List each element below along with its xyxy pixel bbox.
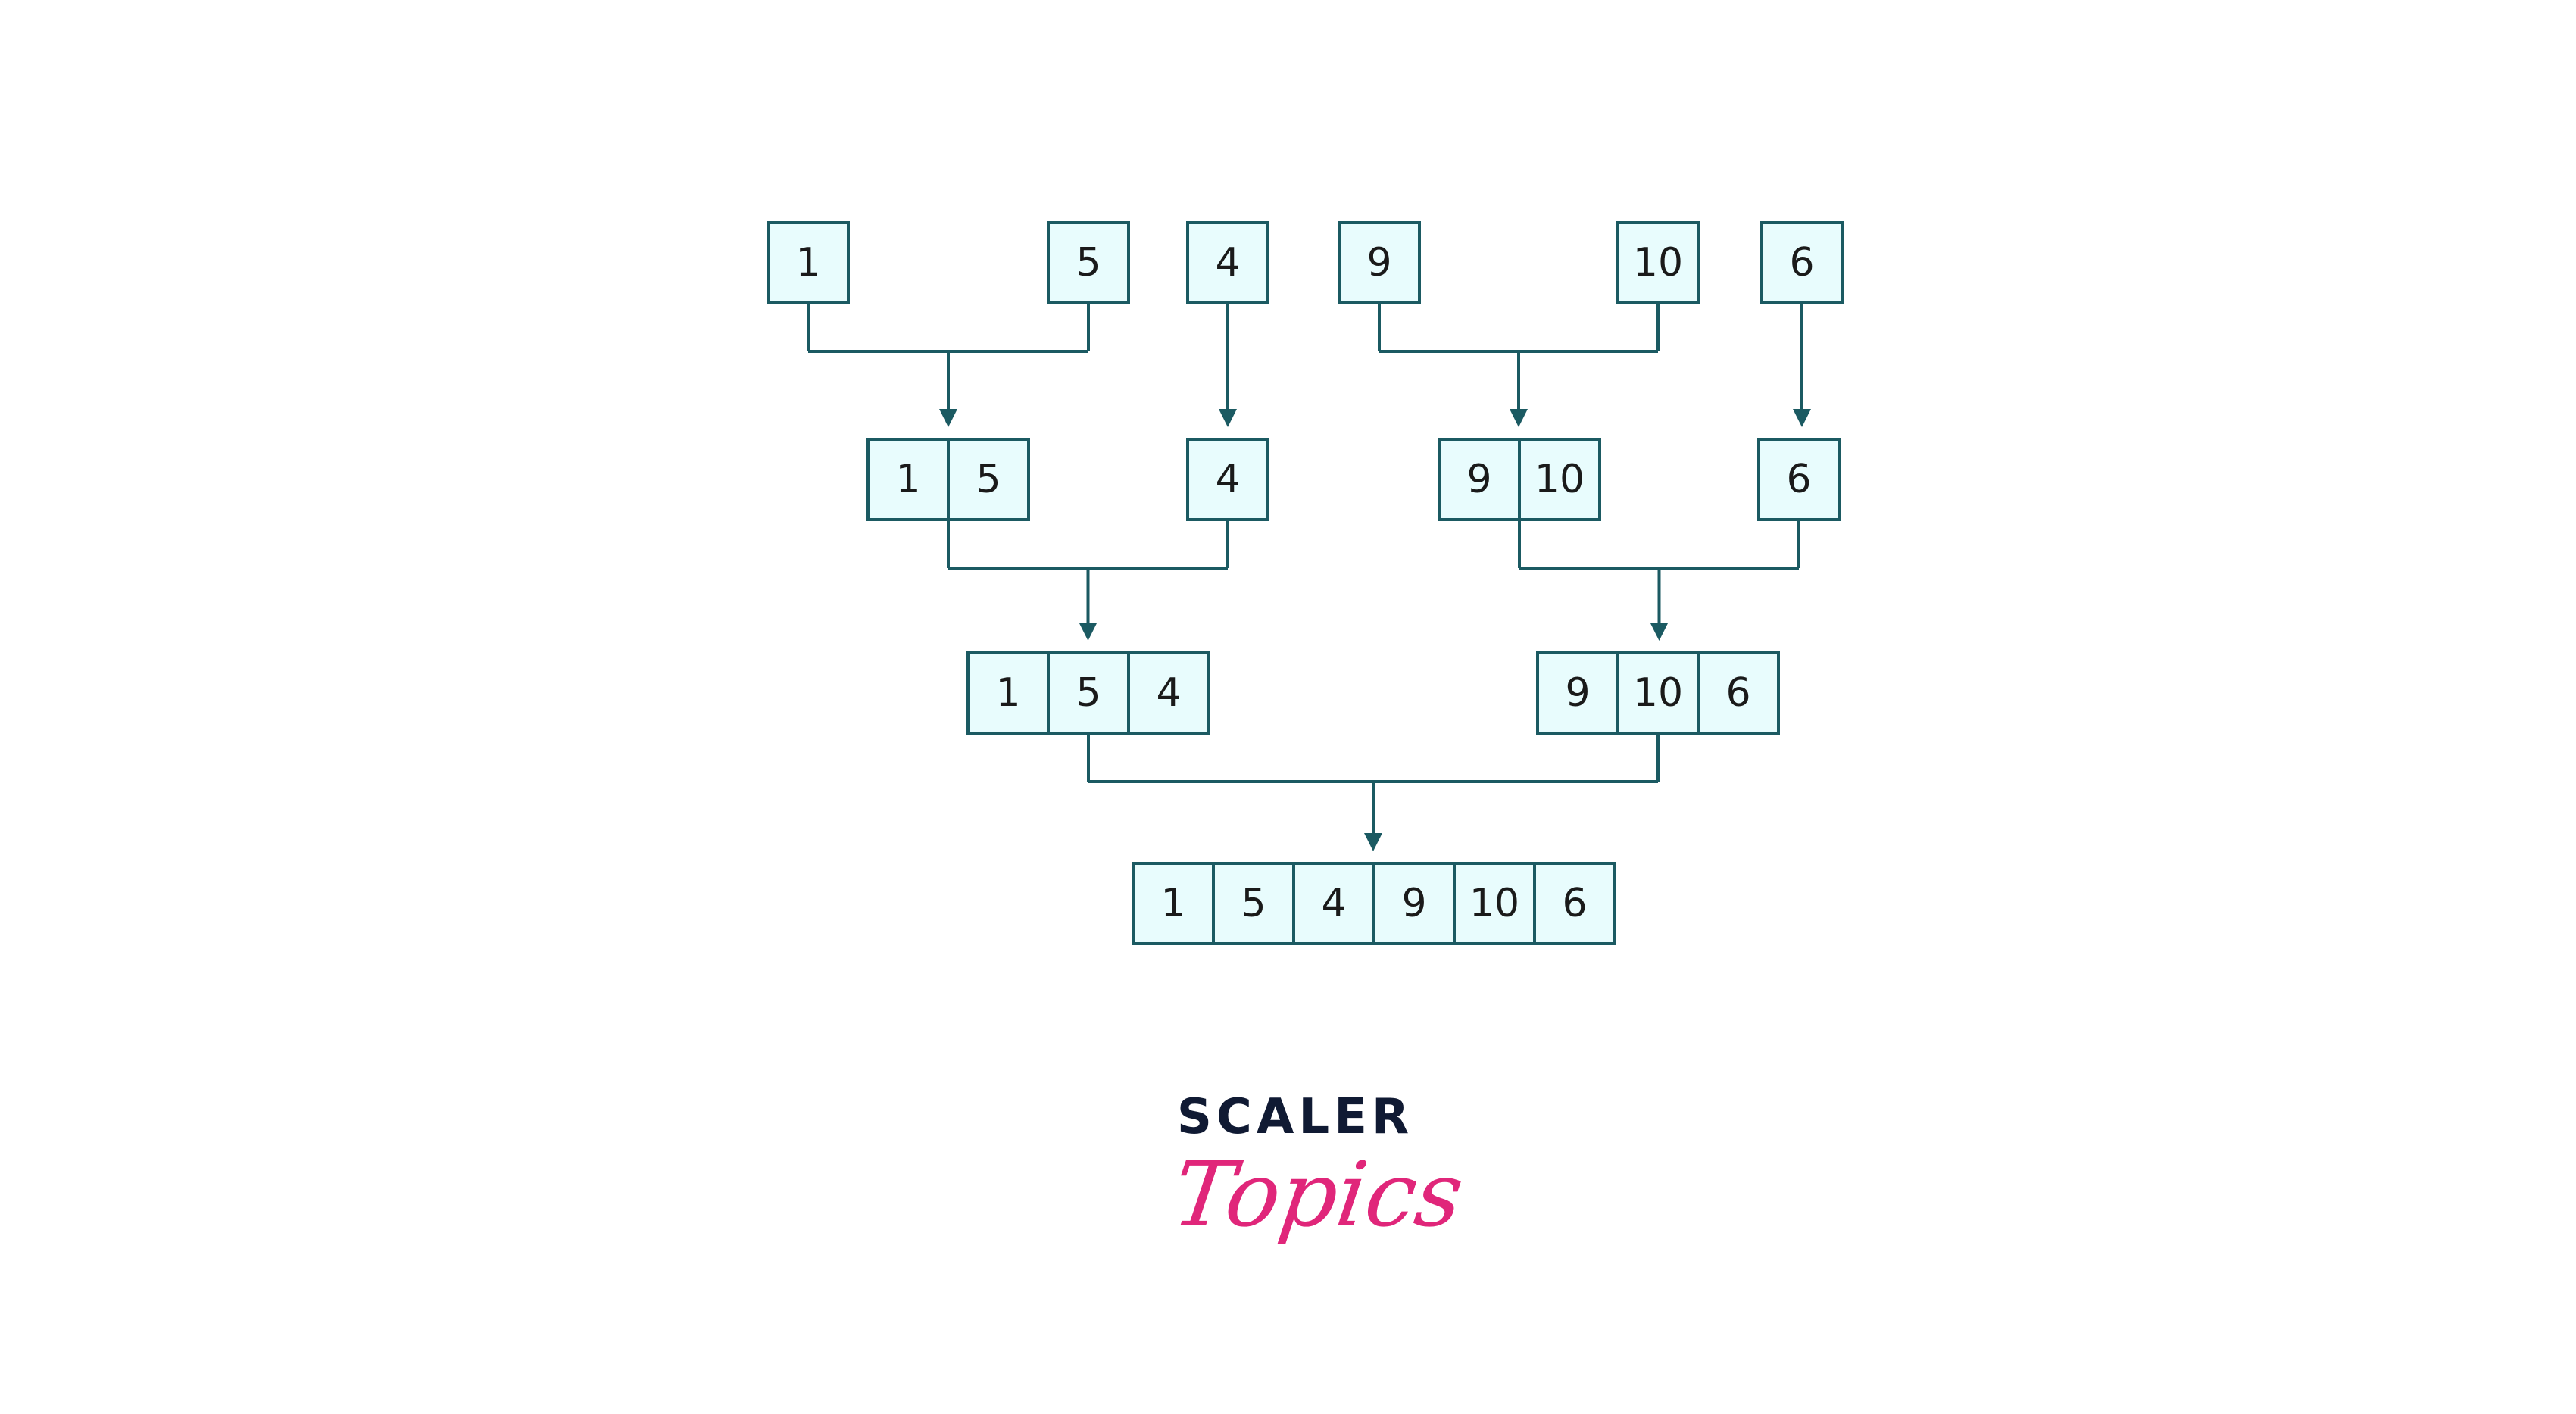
- array-cell-value: 5: [976, 457, 1001, 502]
- array-cell-value: 9: [1366, 240, 1391, 286]
- arrowhead: [1079, 623, 1098, 641]
- array-cell-value: 4: [1215, 240, 1240, 286]
- array-a5: 10: [1616, 221, 1700, 304]
- array-cell-value: 4: [1321, 881, 1346, 926]
- array-cell: [966, 651, 1050, 735]
- array-cell-value: 9: [1401, 881, 1426, 926]
- array-cell-value: 6: [1786, 457, 1811, 502]
- array-cell: [1760, 221, 1844, 304]
- array-c1: 1 5 4: [966, 651, 1210, 735]
- array-cell-value: 9: [1466, 457, 1491, 502]
- array-cell-value: 10: [1633, 240, 1683, 286]
- arrowhead: [1364, 833, 1382, 851]
- array-a3: 4: [1186, 221, 1269, 304]
- array-cell: [1757, 438, 1841, 521]
- array-cell: [1533, 862, 1616, 945]
- array-cell-value: 6: [1789, 240, 1814, 286]
- connector-lines: [807, 303, 1811, 851]
- array-cell-value: 10: [1535, 457, 1585, 502]
- arrowhead: [1219, 409, 1237, 427]
- array-cell-value: 6: [1725, 670, 1750, 716]
- array-cell: [1127, 651, 1210, 735]
- arrowhead: [1650, 623, 1669, 641]
- array-a4: 9: [1338, 221, 1421, 304]
- array-cell-value: 1: [995, 670, 1020, 716]
- array-cell-value: 5: [1076, 670, 1101, 716]
- arrowhead: [1793, 409, 1811, 427]
- arrowhead: [939, 409, 957, 427]
- array-cell-value: 6: [1562, 881, 1587, 926]
- array-cell-value: 4: [1156, 670, 1181, 716]
- array-cell: [1292, 862, 1375, 945]
- array-cell: [1338, 221, 1421, 304]
- scaler-topics-logo: SCALER Topics: [1166, 1089, 1469, 1288]
- array-b4: 6: [1757, 438, 1841, 521]
- array-cell: [1697, 651, 1780, 735]
- array-cell-value: 1: [1160, 881, 1185, 926]
- array-cell-value: 4: [1215, 457, 1240, 502]
- array-c2: 9 10 6: [1536, 651, 1780, 735]
- array-cell-value: 1: [895, 457, 920, 502]
- array-cell: [947, 438, 1030, 521]
- array-cell: [1616, 651, 1700, 735]
- arrowhead: [1510, 409, 1528, 427]
- array-cell-value: 10: [1469, 881, 1519, 926]
- array-b2: 4: [1186, 438, 1269, 521]
- array-cell: [1616, 221, 1700, 304]
- array-b3: 9 10: [1438, 438, 1601, 521]
- array-cell-value: 5: [1241, 881, 1266, 926]
- array-cell-value: 1: [795, 240, 820, 286]
- array-cell: [1453, 862, 1536, 945]
- array-cell-value: 9: [1565, 670, 1590, 716]
- array-cell: [1186, 438, 1269, 521]
- logo-wordmark: SCALER: [1176, 1089, 1414, 1145]
- array-cell: [1212, 862, 1295, 945]
- array-a1: 1: [767, 221, 850, 304]
- array-d1: 1 5 4 9 10 6: [1132, 862, 1616, 945]
- array-cell: [1047, 221, 1130, 304]
- array-cell: [1438, 438, 1521, 521]
- array-cell-value: 10: [1633, 670, 1683, 716]
- array-cell: [767, 221, 850, 304]
- array-cell: [1518, 438, 1601, 521]
- array-cell-value: 5: [1076, 240, 1101, 286]
- logo-script-text: Topics: [1166, 1142, 1470, 1247]
- array-a6: 6: [1760, 221, 1844, 304]
- array-a2: 5: [1047, 221, 1130, 304]
- array-cell: [1047, 651, 1130, 735]
- array-cell: [866, 438, 950, 521]
- array-cell: [1186, 221, 1269, 304]
